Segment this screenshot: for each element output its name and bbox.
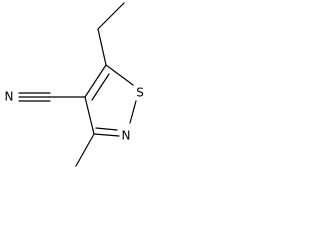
bond-ethyl-ch3-ch2 [97,2,125,30]
bond-c4-c5 [84,64,107,98]
bond-s-n [129,100,137,124]
atom-label-ring-nitrogen: N [122,129,131,143]
bond-c3-c4 [84,96,95,135]
bond-c3-methyl [75,133,95,167]
bond-n-c3-double [95,127,118,131]
bond-c5-s [105,64,134,86]
molecule-structure-diagram: S N N [5,2,144,167]
bond-n-c3 [93,133,120,137]
bond-ethyl-ch2-c5 [97,28,107,66]
atom-label-sulfur: S [136,86,144,100]
structure-canvas: S N N [0,0,156,175]
bond-c4-c5-double [91,73,110,101]
atom-label-nitrile-nitrogen: N [5,90,14,104]
